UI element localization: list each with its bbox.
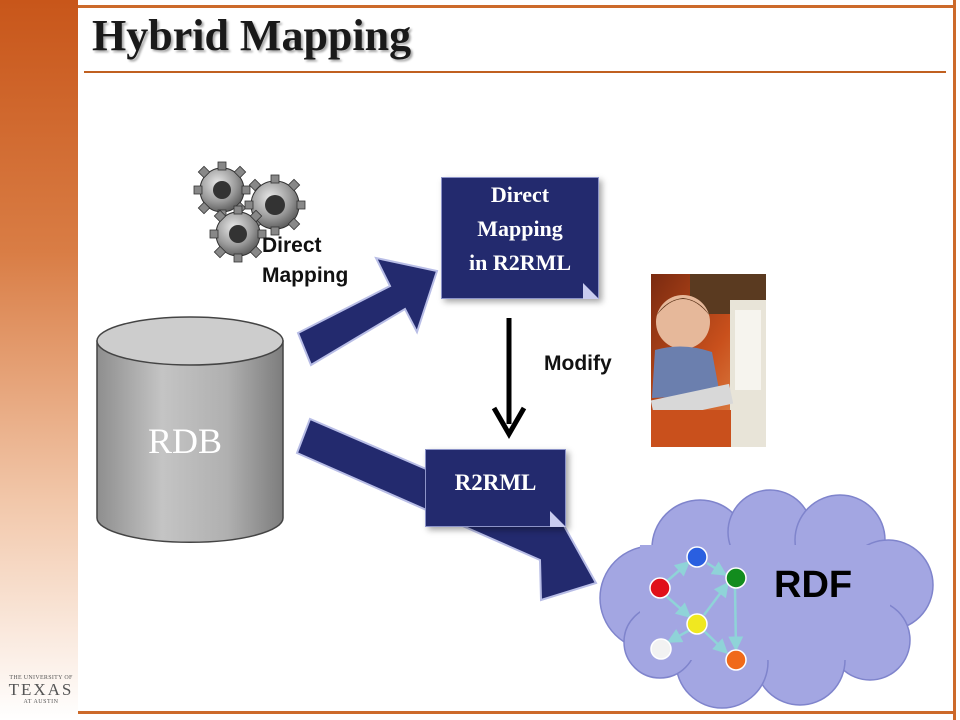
gears-icon bbox=[193, 161, 306, 263]
logo-main-text: TEXAS bbox=[8, 680, 74, 699]
logo-bottom-text: AT AUSTIN bbox=[23, 699, 59, 705]
frame-border-top bbox=[78, 5, 956, 8]
modify-arrow bbox=[491, 318, 527, 440]
direct-mapping-label: Direct Mapping bbox=[262, 231, 348, 291]
graph-node-white bbox=[650, 638, 672, 660]
graph-node-orange bbox=[725, 649, 747, 671]
rdb-cylinder bbox=[96, 316, 284, 543]
graph-node-green bbox=[725, 567, 747, 589]
dm-box-line3: in R2RML bbox=[468, 250, 572, 275]
dm-box-line2: Mapping bbox=[477, 216, 563, 241]
modify-label: Modify bbox=[544, 352, 612, 375]
frame-border-right bbox=[953, 0, 956, 720]
direct-mapping-in-r2rml-box: Direct Mapping in R2RML bbox=[441, 177, 599, 299]
graph-node-blue bbox=[686, 546, 708, 568]
direct-mapping-label-line2: Mapping bbox=[262, 264, 349, 287]
title-underline bbox=[84, 71, 946, 73]
sidebar-gradient bbox=[0, 0, 78, 720]
graph-node-red bbox=[649, 577, 671, 599]
logo-top-text: THE UNIVERSITY OF bbox=[9, 675, 73, 681]
rdf-graph-nodes bbox=[649, 546, 747, 671]
graph-node-yellow bbox=[686, 613, 708, 635]
direct-mapping-label-line1: Direct bbox=[262, 234, 322, 257]
dm-box-line1: Direct bbox=[490, 182, 550, 207]
university-logo: THE UNIVERSITY OF TEXAS AT AUSTIN bbox=[8, 675, 74, 705]
child-at-computer-photo bbox=[650, 274, 766, 447]
rdf-label: RDF bbox=[774, 564, 853, 606]
rdb-label: RDB bbox=[148, 421, 223, 461]
slide-title: Hybrid Mapping bbox=[92, 11, 412, 60]
r2rml-box: R2RML bbox=[425, 449, 566, 527]
rdf-cloud bbox=[599, 489, 934, 709]
direct-mapping-arrow bbox=[296, 256, 439, 367]
frame-border-bottom bbox=[78, 711, 956, 714]
rdf-graph-edges bbox=[664, 561, 744, 655]
